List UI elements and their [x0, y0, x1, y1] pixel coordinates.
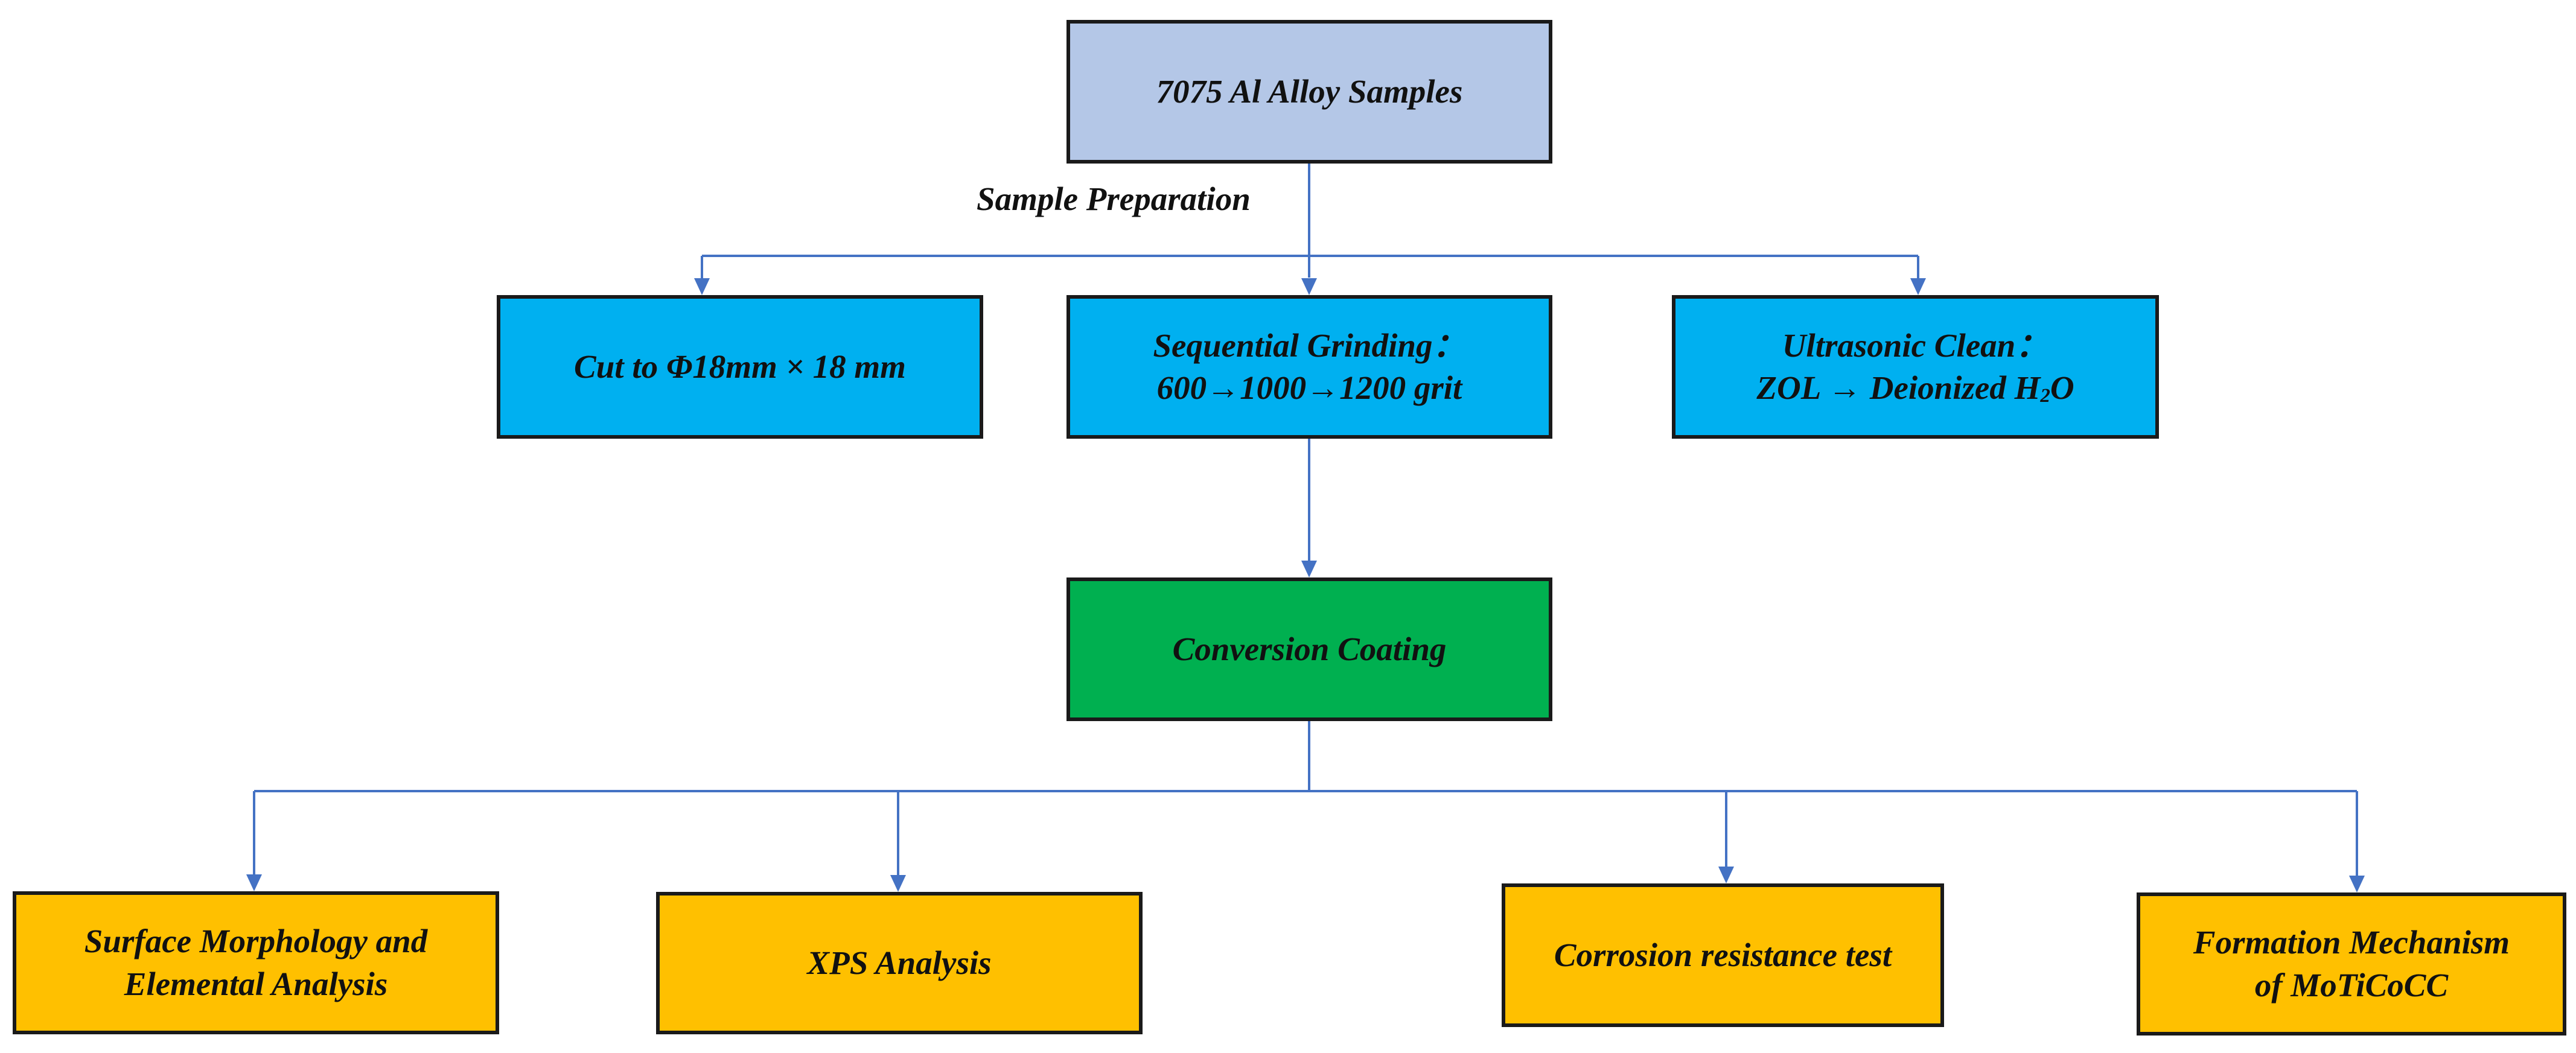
node-source-samples: 7075 Al Alloy Samples [1066, 20, 1552, 164]
node-surface-line1: Surface Morphology and [84, 923, 428, 960]
arrow-to-cut [694, 278, 710, 295]
arrow-to-surface [246, 874, 262, 891]
arrow-to-corrosion [1718, 867, 1734, 883]
node-xps-line1: XPS Analysis [807, 944, 992, 981]
node-corrosion-test: Corrosion resistance test [1502, 883, 1944, 1027]
node-xps-analysis: XPS Analysis [656, 892, 1143, 1034]
connectors [246, 164, 2365, 892]
node-source-text: 7075 Al Alloy Samples [1156, 72, 1463, 110]
node-grinding: Sequential Grinding： 600→1000→1200 grit [1066, 295, 1552, 439]
edge-label-sample-preparation: Sample Preparation [977, 180, 1251, 217]
node-clean-line2: ZOL → Deionized H2O [1756, 367, 2074, 409]
node-clean-line2-post: O [2050, 369, 2074, 406]
node-mechanism-line2: of MoTiCoCC [2254, 966, 2449, 1004]
node-surface-line2: Elemental Analysis [124, 965, 388, 1002]
arrow-to-grinding [1301, 278, 1317, 295]
node-grinding-line2: 600→1000→1200 grit [1156, 369, 1462, 406]
node-formation-mechanism: Formation Mechanism of MoTiCoCC [2137, 892, 2566, 1036]
arrow-to-clean [1910, 278, 1926, 295]
node-clean-line2-sub: 2 [2040, 384, 2050, 407]
node-cut-line1: Cut to Φ18mm × 18 mm [574, 348, 906, 385]
node-clean: Ultrasonic Clean： ZOL → Deionized H2O [1672, 295, 2159, 439]
node-conversion-coating: Conversion Coating [1066, 577, 1552, 721]
node-corrosion-line1: Corrosion resistance test [1554, 936, 1892, 973]
node-clean-line1: Ultrasonic Clean： [1782, 326, 2049, 364]
arrow-to-mechanism [2349, 876, 2365, 892]
node-clean-line2-pre: ZOL → Deionized H [1756, 369, 2041, 406]
node-grinding-line1: Sequential Grinding： [1153, 326, 1466, 364]
node-surface-morphology: Surface Morphology and Elemental Analysi… [13, 891, 499, 1034]
arrow-to-coating [1301, 561, 1317, 577]
node-coating-text: Conversion Coating [1172, 630, 1447, 667]
node-mechanism-line1: Formation Mechanism [2193, 924, 2510, 961]
node-cut: Cut to Φ18mm × 18 mm [497, 295, 983, 439]
arrow-to-xps [890, 875, 906, 892]
